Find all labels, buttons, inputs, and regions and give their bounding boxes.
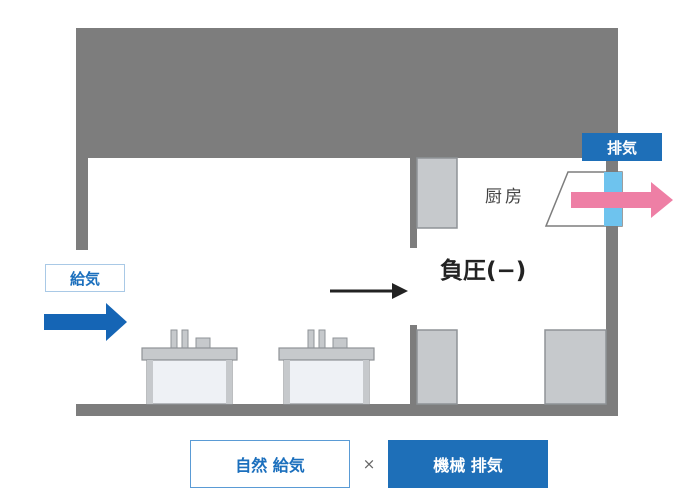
sink-counter-1 [141, 329, 238, 405]
sink-counter-2 [278, 329, 375, 405]
upper-cabinet [416, 157, 458, 229]
times-sign: × [362, 455, 376, 473]
supply-arrow [44, 303, 127, 341]
kitchen-cabinet-right [544, 329, 607, 405]
ceiling-slab [76, 28, 618, 158]
negative-pressure-label: 負圧(−) [440, 258, 527, 284]
partition-wall-upper [410, 158, 417, 248]
natural-supply-legend: 自然 給気 [190, 440, 350, 488]
floor [76, 404, 618, 416]
mechanical-exhaust-legend: 機械 排気 [388, 440, 548, 488]
left-wall [76, 28, 88, 250]
exhaust-arrow [571, 182, 673, 218]
kitchen-label: 厨房 [485, 186, 525, 207]
airflow-arrow-head [392, 283, 408, 299]
partition-wall-lower [410, 325, 417, 410]
exhaust-label: 排気 [582, 133, 662, 161]
kitchen-cabinet-left [416, 329, 458, 405]
supply-label: 給気 [45, 264, 125, 292]
